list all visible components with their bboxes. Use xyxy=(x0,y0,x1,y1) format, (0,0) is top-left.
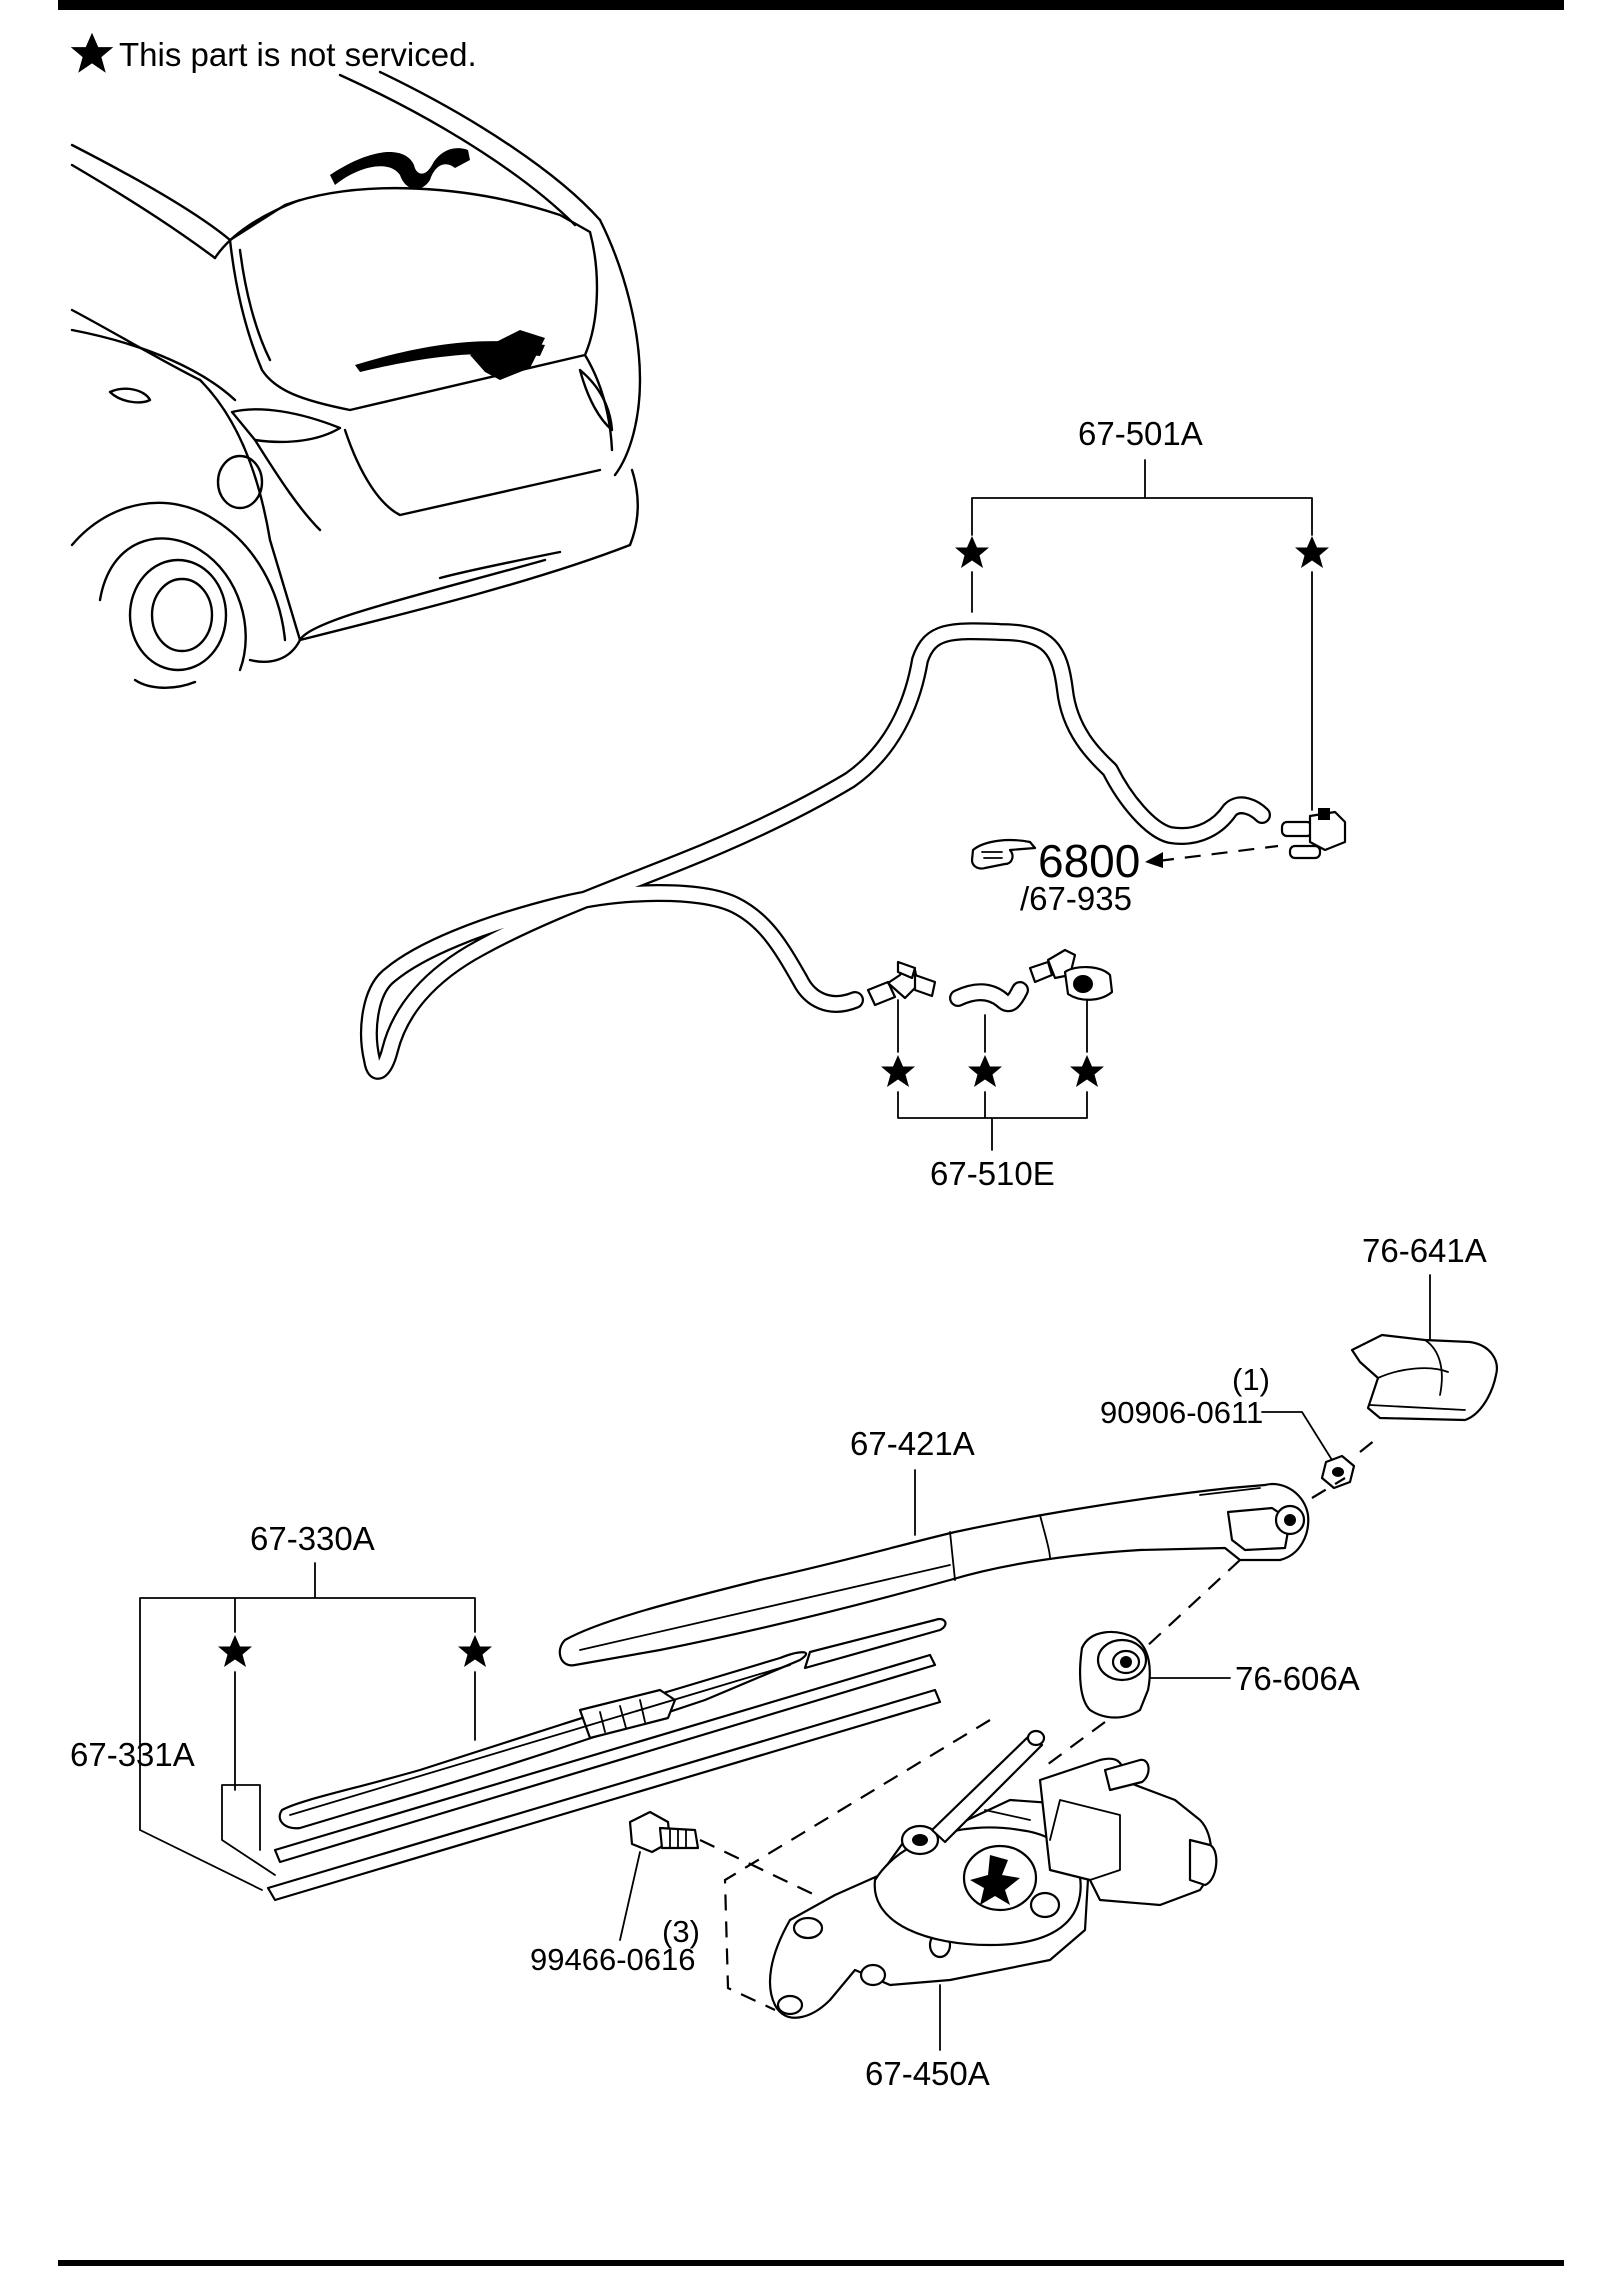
star-icon xyxy=(458,1635,492,1667)
star-icon xyxy=(1070,1055,1104,1087)
part-number-arm-cap: 76-641A xyxy=(1362,1232,1487,1269)
part-number-bolt: 99466-0616 xyxy=(530,1942,696,1977)
legend-note: This part is not serviced. xyxy=(119,36,477,73)
pivot-cap: 76-606A xyxy=(1039,1631,1360,1771)
wiper-blade: 67-330A 67-331A xyxy=(70,1520,947,1902)
washer-hose xyxy=(360,622,1347,1080)
wiper-arm: 67-421A xyxy=(558,1425,1346,1667)
wiper-motor: 67-450A xyxy=(723,1719,1218,2092)
top-border xyxy=(58,0,1564,10)
ref-sub-number: /67-935 xyxy=(1020,880,1132,917)
nut: (1) 90906-0611 xyxy=(1100,1362,1376,1490)
wiper-arm-cap: 76-641A xyxy=(1350,1232,1498,1422)
part-number-hose-assy: 67-501A xyxy=(1078,415,1203,452)
part-number-blade-assy: 67-330A xyxy=(250,1520,375,1557)
star-icon xyxy=(70,32,114,73)
part-number-motor: 67-450A xyxy=(865,2055,990,2092)
star-icon xyxy=(1295,536,1329,568)
ref-page-number: 6800 xyxy=(1038,835,1140,887)
star-icon xyxy=(955,536,989,568)
part-number-wiper-arm: 67-421A xyxy=(850,1425,975,1462)
part-number-nut: 90906-0611 xyxy=(1100,1395,1263,1430)
callout-hose-assy: 67-501A xyxy=(955,415,1329,811)
hose-joint-middle xyxy=(949,981,1029,1013)
pointing-hand-icon xyxy=(970,839,1037,870)
callout-joint-set: 67-510E xyxy=(881,999,1104,1192)
star-icon xyxy=(218,1635,252,1667)
legend: This part is not serviced. xyxy=(70,32,477,73)
nut-quantity: (1) xyxy=(1232,1362,1270,1397)
part-number-joint-set: 67-510E xyxy=(930,1155,1055,1192)
bottom-border xyxy=(58,2260,1564,2266)
page-reference: 6800 /67-935 xyxy=(970,835,1279,917)
star-icon xyxy=(881,1055,915,1087)
bolt-quantity: (3) xyxy=(662,1914,700,1949)
star-icon xyxy=(968,1055,1002,1087)
part-number-pivot-cap: 76-606A xyxy=(1235,1660,1360,1697)
hose-joint-left xyxy=(866,960,937,1007)
washer-nozzle-connector xyxy=(1280,808,1347,860)
bolt: (3) 99466-0616 xyxy=(530,1810,816,1977)
vehicle-rear-illustration xyxy=(70,70,642,689)
hose-joint-right xyxy=(1028,948,1114,1001)
part-number-blade-rubber: 67-331A xyxy=(70,1736,195,1773)
